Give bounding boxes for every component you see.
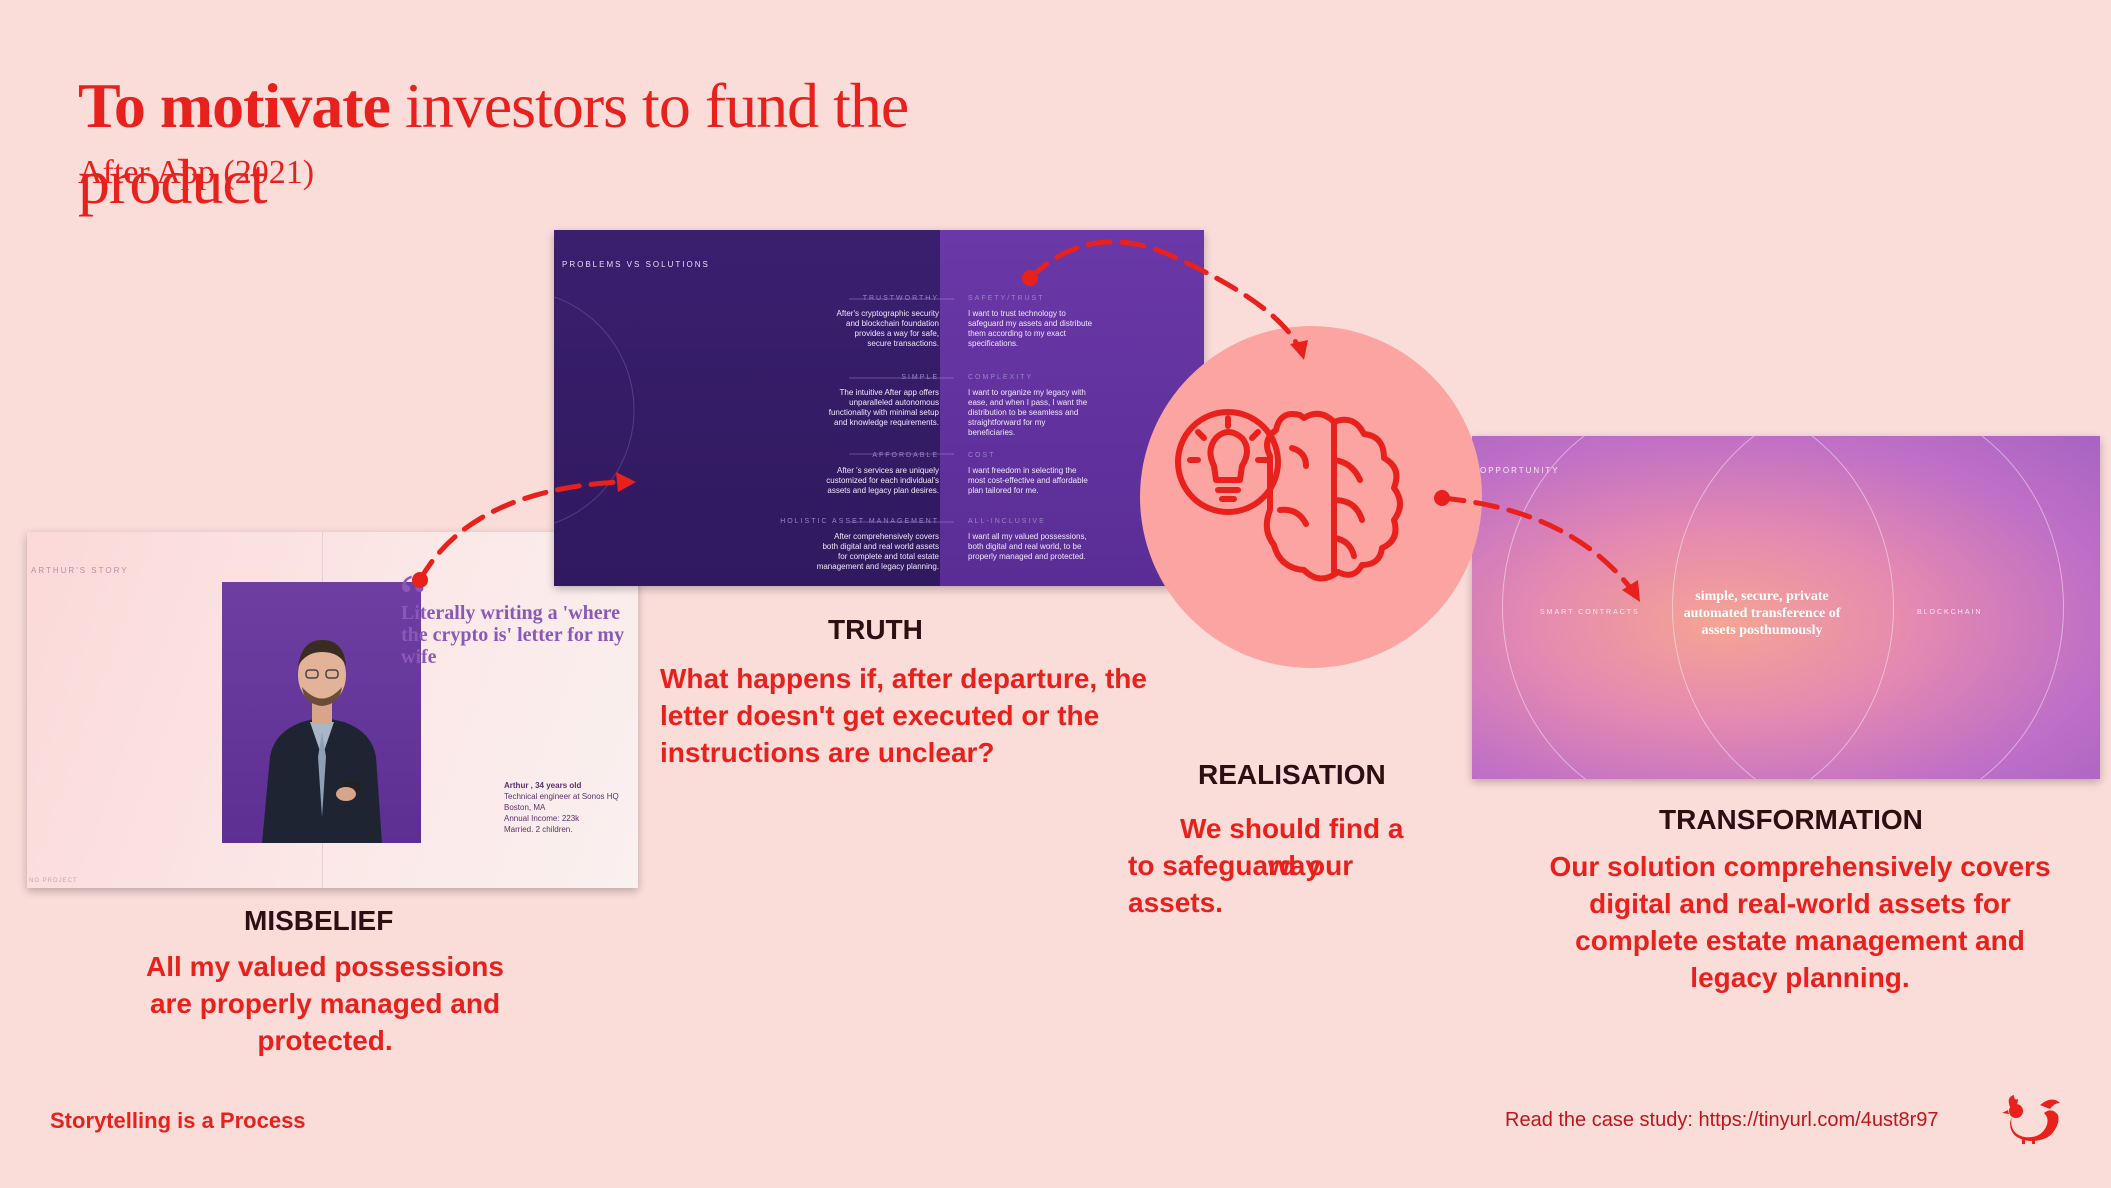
rooster-logo-icon	[2002, 1095, 2060, 1144]
footer-section-title: Storytelling is a Process	[50, 1108, 306, 1133]
text-line: assets and legacy plan desires.	[827, 486, 939, 495]
title-rest: investors to fund the product	[78, 70, 909, 217]
truth-title: TRUTH	[828, 614, 923, 645]
solution-text: I want to organize my legacy with ease, …	[968, 388, 1113, 438]
text-line: and knowledge requirements.	[834, 418, 939, 427]
transformation-title: TRANSFORMATION	[1659, 804, 1923, 835]
arrow-truth-to-realisation	[1027, 239, 1303, 353]
solution-label: SAFETY/TRUST	[968, 295, 1045, 302]
solution-text: I want to trust technology to safeguard …	[968, 309, 1113, 349]
portrait-photo	[222, 582, 421, 843]
realisation-word: to safeguard	[1128, 850, 1297, 881]
solution-label: COMPLEXITY	[968, 374, 1034, 381]
profile-line: Technical engineer at Sonos HQ	[504, 792, 619, 801]
realisation-title: REALISATION	[1198, 759, 1386, 790]
profile-line: Married. 2 children.	[504, 825, 573, 834]
text-line: them according to my exact	[968, 329, 1066, 338]
text-line: The intuitive After app offers	[839, 388, 939, 397]
venn-left-label: SMART CONTRACTS	[1540, 609, 1640, 616]
page-subtitle: After App (2021)	[78, 154, 315, 191]
venn-right-label: BLOCKCHAIN	[1917, 609, 1983, 616]
profile-line: Boston, MA	[504, 803, 546, 812]
slide-heading: PROBLEMS VS SOLUTIONS	[562, 260, 710, 269]
text-line: I want to trust technology to	[968, 309, 1066, 318]
slide-decoration	[554, 296, 954, 524]
profile-line: Arthur , 34 years old	[504, 781, 582, 790]
solution-text: I want all my valued possessions, both d…	[968, 532, 1113, 562]
text-line: customized for each individual's	[826, 476, 939, 485]
text-line: After 's services are uniquely	[836, 466, 939, 475]
truth-slide: PROBLEMS VS SOLUTIONS TRUSTWORTHY After'…	[554, 230, 1204, 586]
text-line: I want all my valued possessions,	[968, 532, 1087, 541]
problem-label: HOLISTIC ASSET MANAGEMENT	[780, 518, 939, 525]
misbelief-title: MISBELIEF	[244, 905, 394, 936]
page-title: To motivate investors to fund the produc…	[78, 68, 1078, 220]
slide-tag: OPPORTUNITY	[1480, 466, 1560, 475]
text-line: for complete and total estate	[838, 552, 939, 561]
transformation-body: Our solution comprehensively covers digi…	[1549, 851, 2051, 993]
problem-text: After's cryptographic security and block…	[739, 309, 939, 349]
text-line: provides a way for safe,	[854, 329, 939, 338]
person-illustration	[262, 640, 382, 843]
text-line: most cost-effective and affordable	[968, 476, 1088, 485]
realisation-circle	[1140, 326, 1482, 668]
problem-text: After 's services are uniquely customize…	[739, 466, 939, 496]
arrow-realisation-to-transformation	[1439, 495, 1635, 593]
solution-text: I want freedom in selecting the most cos…	[968, 466, 1113, 496]
solution-label: ALL-INCLUSIVE	[968, 518, 1046, 525]
text-line: After's cryptographic security	[836, 309, 939, 318]
text-line: both digital and real world, to be	[968, 542, 1082, 551]
profile-line: Annual Income: 223k	[504, 814, 580, 823]
truth-body: What happens if, after departure, the le…	[660, 663, 1147, 768]
text-line: and blockchain foundation	[846, 319, 939, 328]
text-line: specifications.	[968, 339, 1019, 348]
venn-ring-right	[1672, 436, 2064, 779]
realisation-line: assets.	[1128, 887, 1223, 918]
text-line: beneficiaries.	[968, 428, 1016, 437]
text-line: properly managed and protected.	[968, 552, 1086, 561]
misbelief-slide: ARTHUR'S STORY “ Literally writing a 'wh…	[27, 532, 638, 888]
solution-label: COST	[968, 452, 996, 459]
slide-footer: NO PROJECT	[29, 878, 78, 884]
text-line: distribution to be seamless and	[968, 408, 1079, 417]
text-line: both digital and real world assets	[822, 542, 939, 551]
text-line: functionality with minimal setup	[828, 408, 939, 417]
realisation-word: our	[1308, 850, 1354, 881]
problem-label: TRUSTWORTHY	[862, 295, 939, 302]
realisation-line: to safeguard way our	[1128, 847, 1458, 884]
realisation-word: way	[1268, 850, 1321, 881]
text-line: secure transactions.	[867, 339, 939, 348]
problem-label: AFFORDABLE	[872, 452, 939, 459]
text-line: ease, and when I pass, I want the	[968, 398, 1088, 407]
text-line: plan tailored for me.	[968, 486, 1039, 495]
problem-text: After comprehensively covers both digita…	[739, 532, 939, 572]
realisation-body: We should find a to safeguard way our as…	[1128, 810, 1458, 921]
text-line: I want freedom in selecting the	[968, 466, 1077, 475]
slide-tag: ARTHUR'S STORY	[31, 566, 129, 575]
problem-label: SIMPLE	[901, 374, 939, 381]
text-line: I want to organize my legacy with	[968, 388, 1086, 397]
slide-quote: Literally writing a 'where the crypto is…	[401, 602, 625, 668]
problem-text: The intuitive After app offers unparalle…	[739, 388, 939, 428]
case-study-link[interactable]: Read the case study: https://tinyurl.com…	[1505, 1109, 1939, 1131]
title-bold: To motivate	[78, 70, 391, 141]
arrow-misbelief-to-truth	[417, 479, 623, 583]
text-line: safeguard my assets and distribute	[968, 319, 1093, 328]
transformation-slide: OPPORTUNITY SMART CONTRACTS BLOCKCHAIN s…	[1472, 436, 2100, 779]
text-line: After comprehensively covers	[834, 532, 939, 541]
text-line: straightforward for my	[968, 418, 1046, 427]
problems-panel	[554, 230, 940, 586]
text-line: management and legacy planning.	[816, 562, 939, 571]
realisation-line: We should find a	[1180, 813, 1404, 844]
text-line: unparalleled autonomous	[849, 398, 939, 407]
venn-center-text: simple, secure, private automated transf…	[1683, 589, 1841, 638]
persona-profile: Arthur , 34 years old Technical engineer…	[504, 780, 619, 835]
brain-lightbulb-icon	[1175, 409, 1403, 582]
misbelief-body: All my valued possessions are properly m…	[146, 951, 504, 1056]
